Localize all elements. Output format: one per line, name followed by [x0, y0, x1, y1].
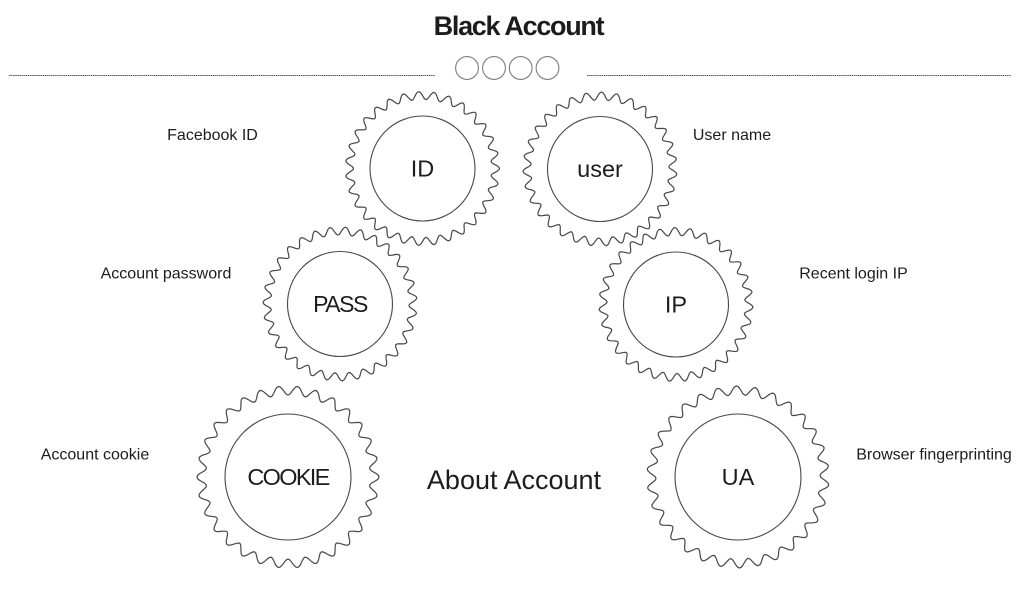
svg-text:PASS: PASS	[313, 291, 368, 317]
svg-text:Account password: Account password	[101, 266, 232, 283]
svg-text:Recent login IP: Recent login IP	[799, 266, 908, 283]
svg-text:Browser fingerprinting: Browser fingerprinting	[856, 447, 1012, 464]
svg-text:About Account: About Account	[427, 465, 602, 495]
svg-text:Facebook ID: Facebook ID	[167, 127, 258, 144]
svg-text:ID: ID	[411, 156, 435, 182]
svg-text:Account cookie: Account cookie	[41, 447, 150, 464]
svg-text:User name: User name	[693, 127, 771, 144]
svg-text:UA: UA	[722, 464, 755, 490]
svg-text:IP: IP	[665, 292, 687, 318]
svg-text:COOKIE: COOKIE	[247, 464, 329, 490]
svg-text:Black Account: Black Account	[434, 11, 605, 41]
svg-text:user: user	[577, 156, 623, 182]
